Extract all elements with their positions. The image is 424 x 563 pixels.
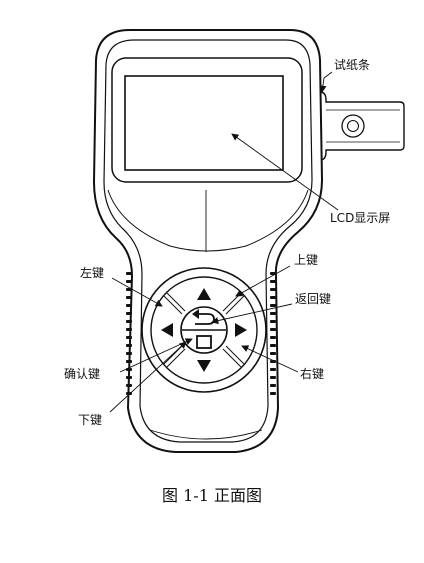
- label-confirm-key: 确认键: [64, 367, 100, 381]
- keypad: [141, 267, 267, 393]
- triangle-left-icon: [161, 323, 173, 337]
- square-icon: [196, 335, 212, 349]
- up-key[interactable]: [197, 288, 211, 300]
- label-left-key: 左键: [80, 265, 104, 280]
- label-up-key: 上键: [294, 253, 318, 267]
- callout-lines: [109, 71, 339, 413]
- label-back-key: 返回键: [295, 292, 331, 306]
- triangle-down-icon: [197, 360, 211, 372]
- right-key[interactable]: [235, 323, 247, 337]
- down-key[interactable]: [197, 360, 211, 372]
- return-arrow-head: [192, 309, 199, 319]
- left-key[interactable]: [161, 323, 173, 337]
- label-down-key: 下键: [78, 413, 102, 427]
- label-test-strip: 试纸条: [334, 57, 370, 72]
- figure-caption: 图 1-1 正面图: [162, 486, 262, 505]
- triangle-right-icon: [235, 323, 247, 337]
- lcd-screen: [111, 57, 303, 183]
- confirm-key[interactable]: [196, 335, 212, 349]
- triangle-up-icon: [197, 288, 211, 300]
- right-grip-dots: [270, 272, 276, 395]
- test-strip: [299, 91, 405, 161]
- label-right-key: 右键: [300, 366, 324, 381]
- label-lcd: LCD显示屏: [330, 211, 390, 225]
